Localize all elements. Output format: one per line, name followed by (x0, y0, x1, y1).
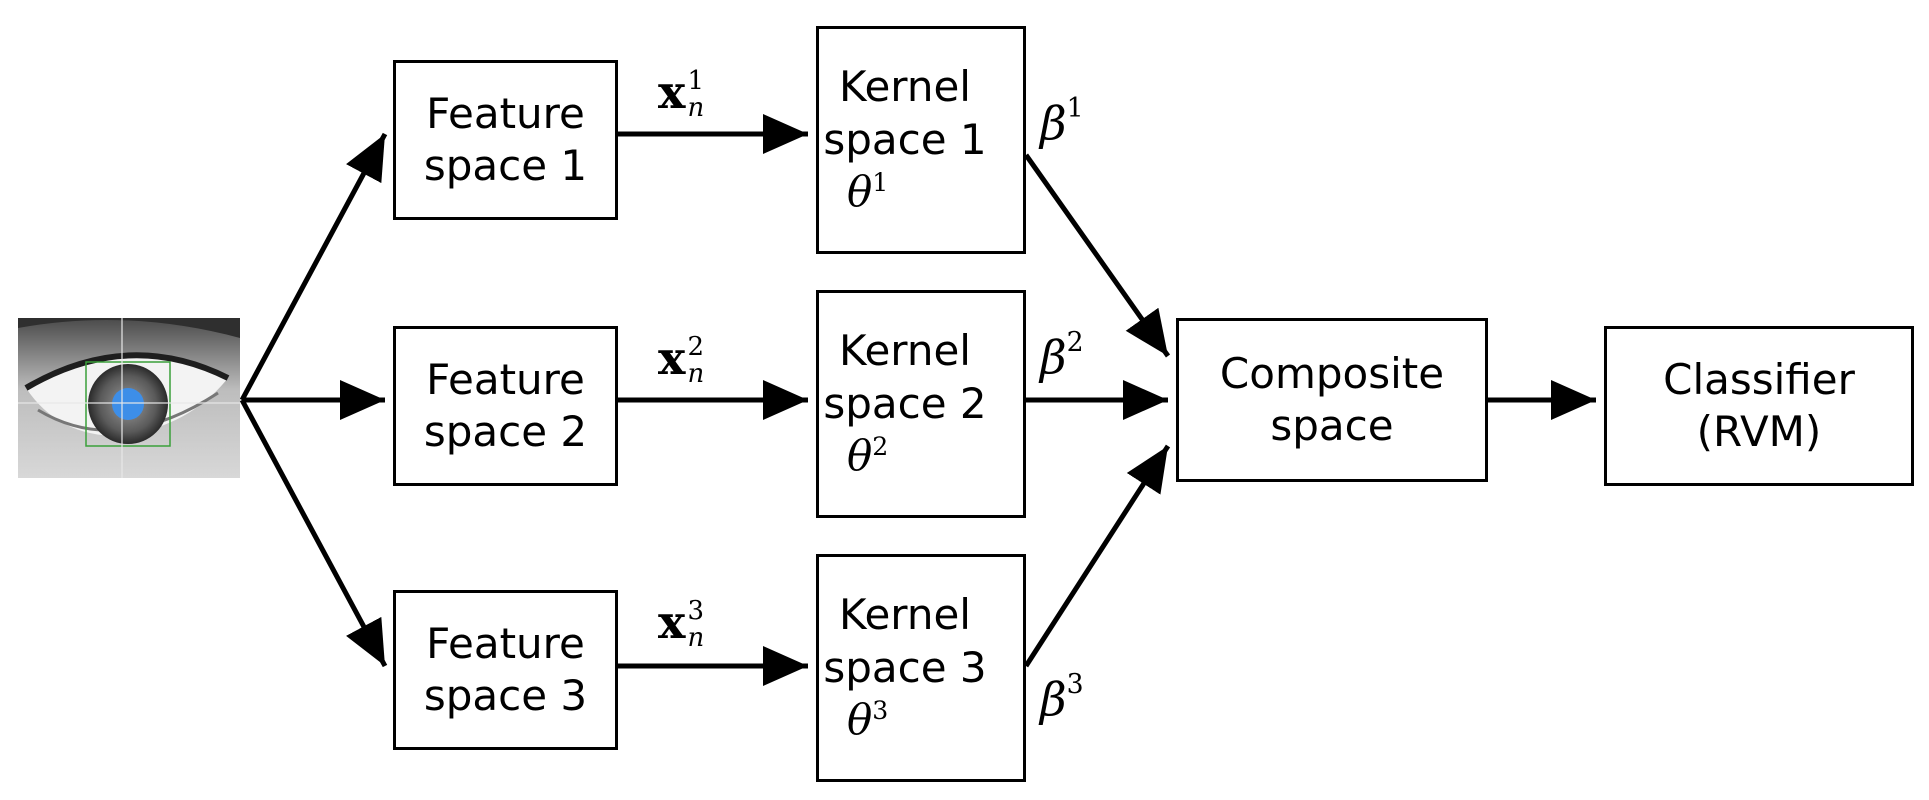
arrow-eye-to-feature-1 (239, 132, 388, 402)
classifier-line1: Classifier (1663, 354, 1855, 404)
input-label-3-base: x (658, 594, 686, 649)
composite-line1: Composite (1219, 348, 1445, 398)
input-label-2-sup: 2 (687, 332, 704, 362)
kernel-space-1-box: Kernel space 1 θ1 (816, 26, 1026, 254)
kernel-space-3-line1: Kernel (839, 590, 971, 640)
weight-label-1: β1 (1040, 93, 1084, 151)
classifier-line2: (RVM) (1696, 407, 1822, 456)
input-label-2-base: x (658, 330, 686, 385)
feature-space-1-line1: Feature (426, 88, 585, 138)
kernel-space-2-theta: θ2 (847, 431, 889, 481)
kernel-space-2-line2: space 2 (823, 378, 987, 428)
classifier-box: Classifier (RVM) (1604, 326, 1914, 486)
input-label-3-sub: n (687, 623, 705, 654)
feature-space-2-line2: space 2 (423, 407, 588, 456)
weight-label-3: β3 (1040, 669, 1084, 727)
input-label-1-sup: 1 (687, 66, 704, 96)
kernel-space-1-line2: space 1 (823, 114, 987, 164)
kernel-space-1-line1: Kernel (839, 62, 971, 112)
composite-space-box: Composite space (1176, 318, 1488, 482)
feature-space-3-line1: Feature (426, 618, 585, 668)
feature-space-2-line1: Feature (426, 354, 585, 404)
composite-line2: space (1270, 401, 1394, 450)
kernel-space-2-line1: Kernel (839, 326, 971, 376)
input-label-3-sup: 3 (687, 596, 704, 626)
feature-space-2-box: Feature space 2 (393, 326, 618, 486)
feature-space-3-box: Feature space 3 (393, 590, 618, 750)
kernel-space-3-theta: θ3 (847, 695, 889, 745)
iris-marker-icon (112, 388, 144, 420)
input-label-1-sub: n (687, 93, 705, 124)
feature-space-1-line2: space 1 (423, 141, 588, 190)
feature-space-3-line2: space 3 (423, 671, 588, 720)
kernel-space-2-box: Kernel space 2 θ2 (816, 290, 1026, 518)
arrow-kernel-1-to-composite (1023, 153, 1171, 358)
feature-space-1-box: Feature space 1 (393, 60, 618, 220)
input-label-2-sub: n (687, 359, 705, 390)
kernel-space-1-theta: θ1 (847, 167, 889, 217)
kernel-space-3-box: Kernel space 3 θ3 (816, 554, 1026, 782)
kernel-space-3-line2: space 3 (823, 642, 987, 692)
eye-image (18, 318, 240, 478)
weight-label-2: β2 (1040, 327, 1084, 385)
arrow-kernel-3-to-composite (1023, 444, 1171, 668)
input-label-1-base: x (658, 64, 686, 119)
arrow-eye-to-feature-3 (239, 398, 388, 668)
